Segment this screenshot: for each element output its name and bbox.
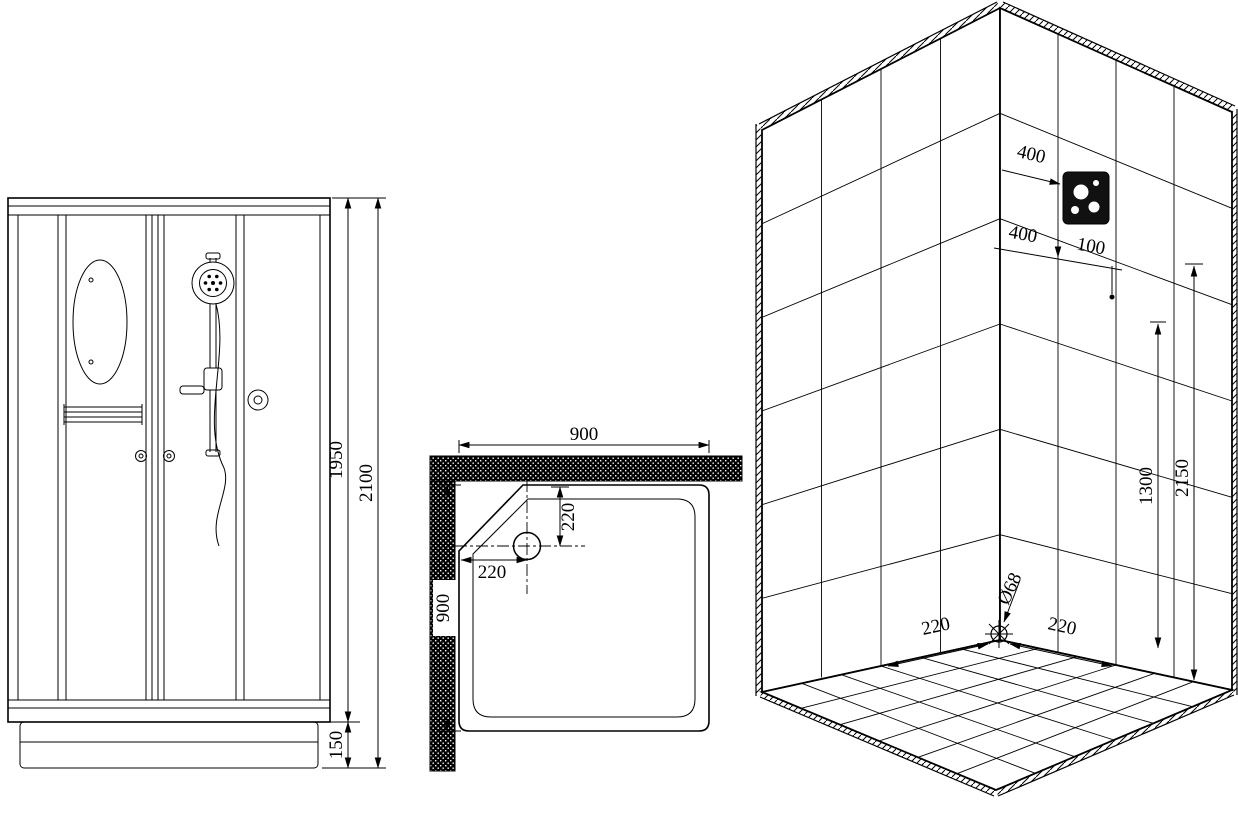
slider-bracket [203, 367, 223, 391]
front-elevation-view: 1950 150 2100 [7, 197, 386, 769]
drain-plan [455, 480, 585, 594]
shower-tray-plan [458, 484, 710, 732]
dim-label-panel-offset: 400 [1007, 222, 1039, 248]
dim-label-panel-gap: 100 [1075, 234, 1107, 260]
isometric-view: 400 400 100 1300 2150 Ø68 220 220 [755, 1, 1238, 797]
wall-edge-hatching [756, 2, 1237, 796]
dim-label-total-height: 2100 [356, 464, 377, 502]
control-panel [1062, 171, 1110, 225]
dim-label-drain-offset-y: 220 [558, 503, 579, 532]
cabin-frame [7, 197, 331, 723]
dim-label-inner-height: 1950 [326, 441, 347, 479]
wall-outlines [759, 6, 1235, 791]
iso-dimensions: 400 400 100 1300 2150 [993, 141, 1203, 681]
towel-rack [63, 404, 143, 425]
dim-label-panel-height: 1300 [1136, 467, 1157, 505]
dim-label-wall-height: 2150 [1172, 459, 1193, 497]
dim-label-drain-offset-x: 220 [478, 562, 507, 583]
plan-view: 900 900 220 220 [429, 424, 743, 772]
wall-outer-edges [755, 1, 1238, 797]
floor-tiles [800, 647, 1194, 775]
shower-hose [213, 303, 227, 547]
shower-set [179, 252, 269, 547]
shower-tray-front [19, 721, 319, 769]
water-outlet-knob [247, 389, 269, 411]
door-handles [135, 450, 175, 462]
mirror [72, 259, 128, 385]
dim-label-plan-depth: 900 [433, 594, 454, 623]
dim-label-plan-width: 900 [570, 424, 599, 445]
plan-dimensions: 900 900 220 220 [433, 424, 710, 732]
wall-section-top [429, 455, 743, 482]
front-dimensions: 1950 150 2100 [322, 197, 386, 769]
dim-label-tray-height: 150 [326, 731, 347, 760]
soap-dish [179, 385, 205, 395]
left-wall-tiles [761, 38, 1001, 678]
